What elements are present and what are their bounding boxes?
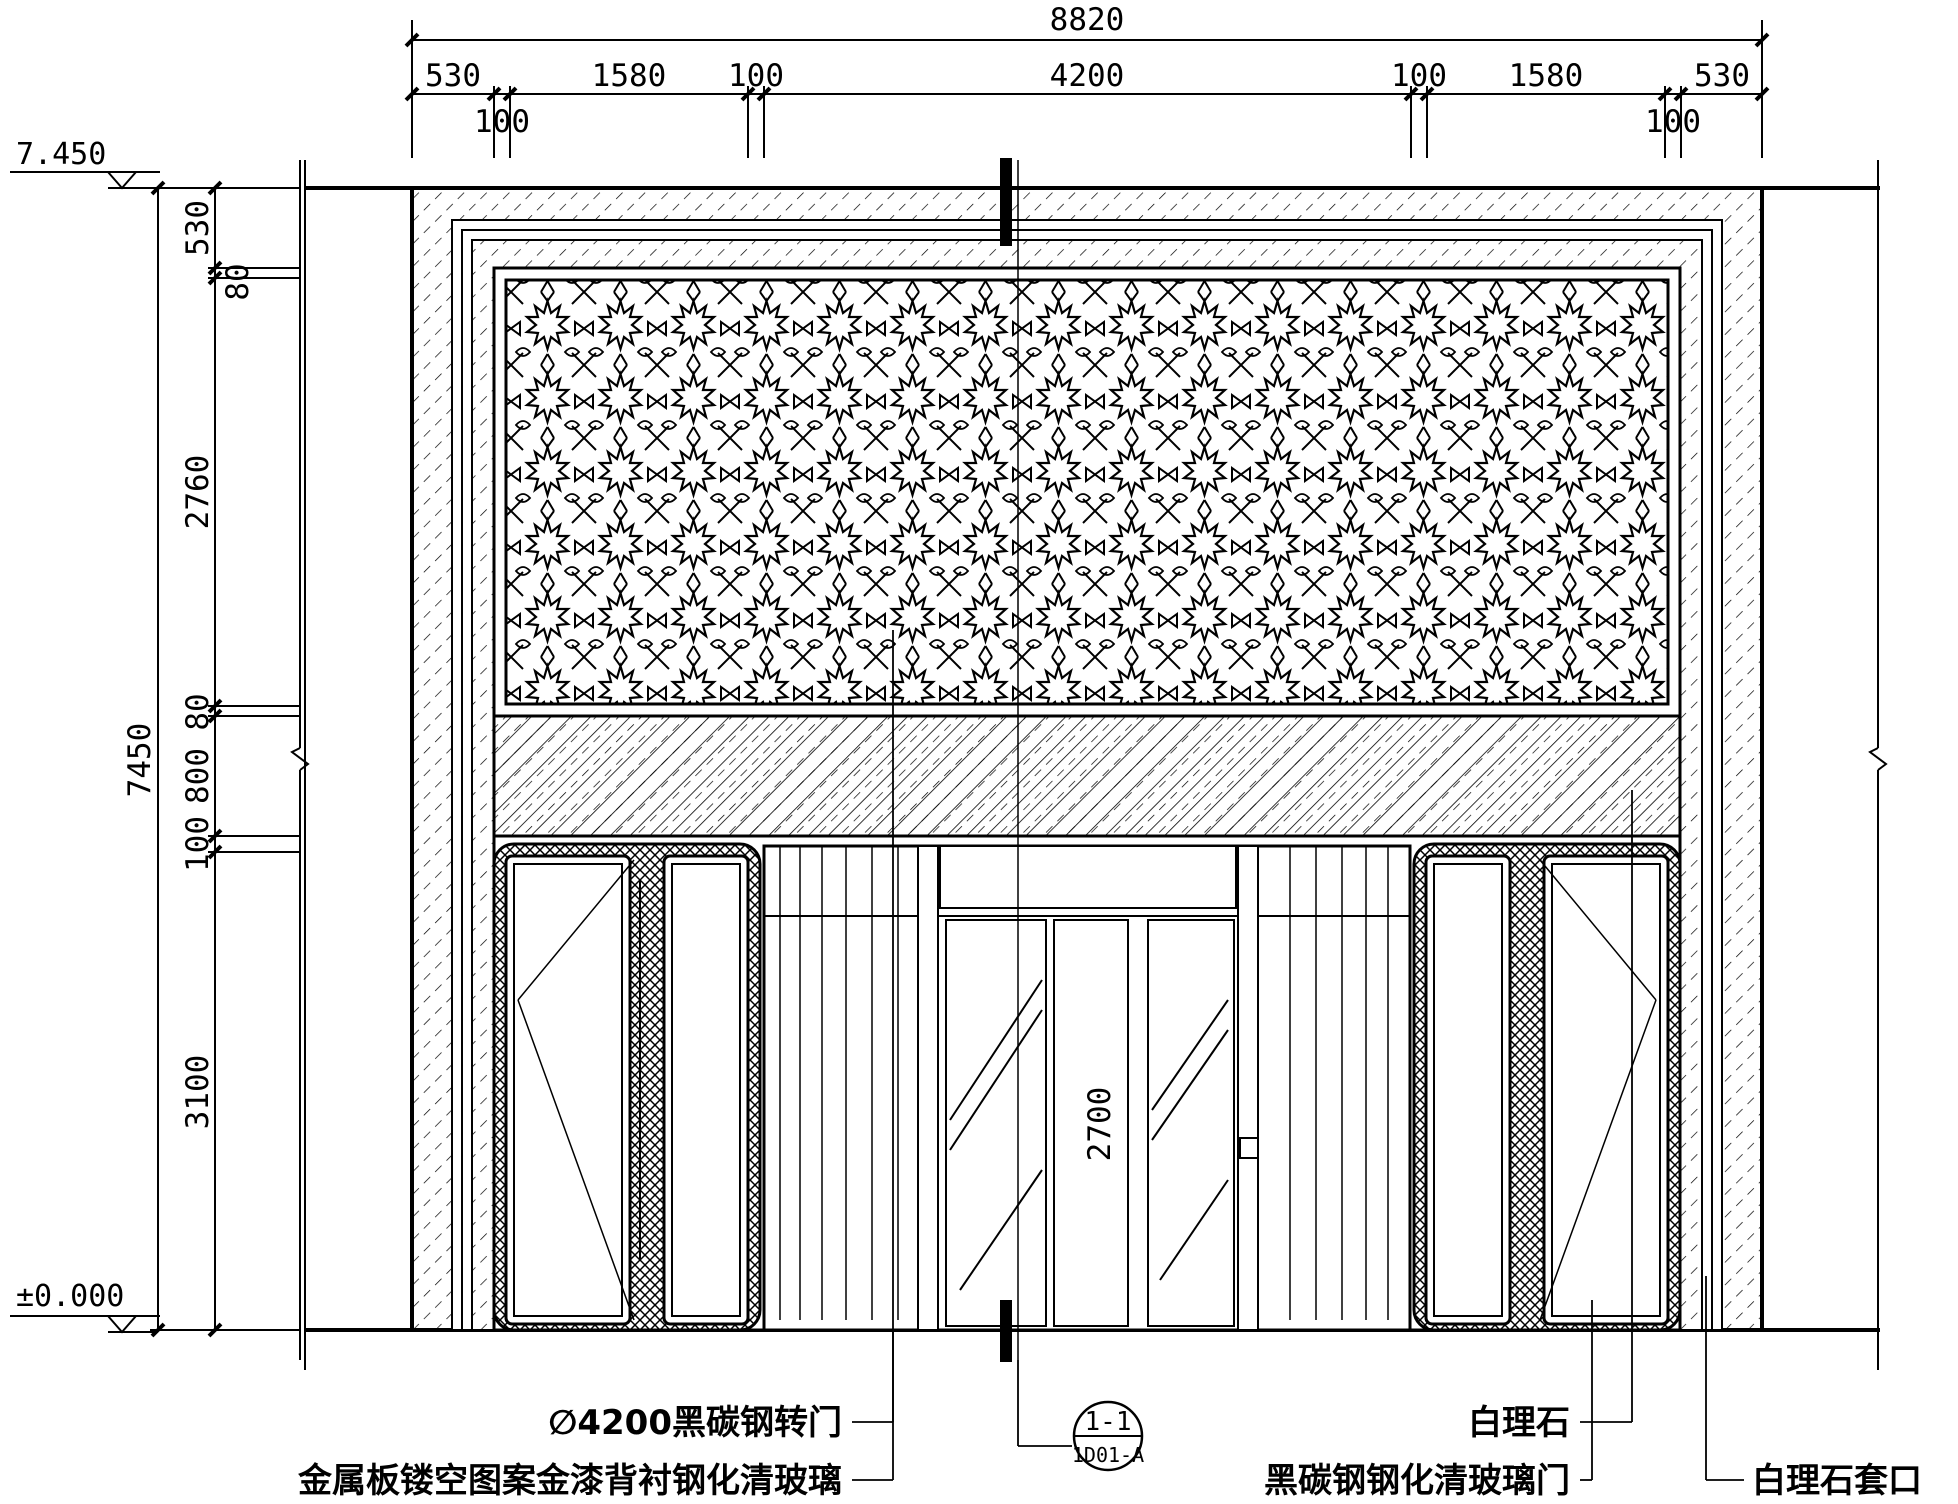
dim-right-530: 530 <box>1694 58 1750 94</box>
dim-2760: 2760 <box>180 455 216 530</box>
dim-overall-width: 8820 <box>1050 2 1125 38</box>
section-mark: 1-1 1D01-A <box>1072 1400 1144 1472</box>
section-mark-num: 1-1 <box>1085 1407 1132 1437</box>
label-marble-frame: 白理石套口 <box>1752 1461 1922 1501</box>
dim-left-100b: 100 <box>728 58 784 94</box>
label-white-marble: 白理石 <box>1468 1403 1570 1443</box>
left-dimension-lines <box>10 160 310 1360</box>
dim-530: 530 <box>180 200 216 256</box>
labels: ∅4200黑碳钢转门 金属板镂空图案金漆背衬钢化清玻璃 白理石 黑碳钢钢化清玻璃… <box>297 1403 1922 1501</box>
dim-left-1580: 1580 <box>592 58 667 94</box>
left-side-doors <box>492 842 762 1332</box>
dim-left-530: 530 <box>425 58 481 94</box>
elevation-body <box>304 158 1888 1370</box>
dim-3100: 3100 <box>180 1055 216 1130</box>
level-ground: ±0.000 <box>16 1279 124 1314</box>
section-cut-bottom <box>1000 1300 1012 1362</box>
dim-80a: 80 <box>220 263 256 300</box>
top-dimension-texts: 8820 530 100 1580 100 4200 100 1580 100 … <box>425 2 1750 140</box>
dim-left-100a: 100 <box>474 104 530 140</box>
left-dimension-texts: 7450 530 80 2760 80 800 100 3100 7.450 ±… <box>16 137 256 1314</box>
section-mark-ref: 1D01-A <box>1072 1443 1144 1467</box>
label-revolving-door: ∅4200黑碳钢转门 <box>548 1403 842 1443</box>
dim-800: 800 <box>180 748 216 804</box>
dim-right-100a: 100 <box>1645 104 1701 140</box>
dim-right-100b: 100 <box>1391 58 1447 94</box>
right-side-doors <box>1412 842 1682 1332</box>
level-top: 7.450 <box>16 137 106 172</box>
label-steel-glass-door: 黑碳钢钢化清玻璃门 <box>1264 1461 1570 1501</box>
dim-overall-height: 7450 <box>122 723 158 798</box>
lintel-band <box>492 714 1682 838</box>
dim-right-1580: 1580 <box>1509 58 1584 94</box>
dim-80b: 80 <box>180 693 216 730</box>
dim-center-4200: 4200 <box>1050 58 1125 94</box>
section-cut-top <box>1000 158 1012 246</box>
dim-100: 100 <box>180 816 216 872</box>
revolving-door <box>762 160 1412 1360</box>
leader-lines <box>852 630 1744 1481</box>
dim-door-height: 2700 <box>1082 1087 1118 1162</box>
label-metal-panel: 金属板镂空图案金漆背衬钢化清玻璃 <box>297 1461 842 1501</box>
pattern-panel <box>504 278 1670 706</box>
top-dimension-lines <box>404 20 1770 158</box>
